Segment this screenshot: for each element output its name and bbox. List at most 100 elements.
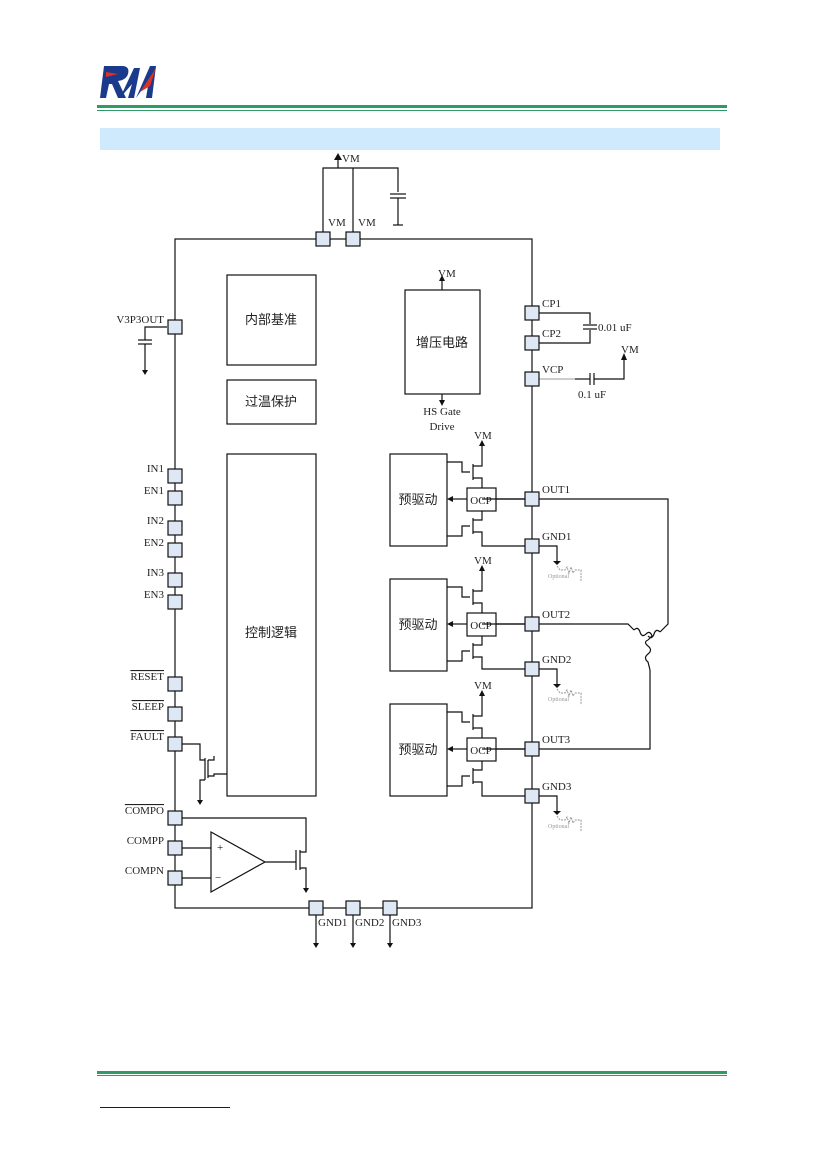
right-gnd1-pin bbox=[524, 538, 540, 554]
bottom-gnd-2-pin bbox=[345, 900, 361, 916]
right-cp1-label: CP1 bbox=[542, 298, 561, 310]
company-logo bbox=[100, 62, 160, 102]
sleep-pin bbox=[167, 706, 183, 722]
top-vm-1-pin bbox=[345, 231, 361, 247]
fault-pin bbox=[167, 736, 183, 752]
en3-pin bbox=[167, 594, 183, 610]
cp-vm-label: VM bbox=[438, 268, 456, 280]
right-gnd2-label: GND2 bbox=[542, 654, 571, 666]
footer-link[interactable] bbox=[100, 1107, 230, 1108]
half-bridge-1: 预驱动 OCP VM Optional bbox=[389, 430, 582, 582]
in1-pin bbox=[167, 468, 183, 484]
in1-label: IN1 bbox=[147, 463, 164, 475]
right-gnd3-label: GND3 bbox=[542, 781, 572, 793]
top-vm-0-pin bbox=[315, 231, 331, 247]
predriver-label: 预驱动 bbox=[398, 742, 437, 757]
reference-label: 内部基准 bbox=[245, 312, 297, 327]
compn-label: COMPN bbox=[125, 865, 164, 877]
driver-vm-label: VM bbox=[474, 430, 492, 442]
fault-label: FAULT bbox=[130, 731, 164, 743]
right-gnd3-pin bbox=[524, 788, 540, 804]
driver-vm-label: VM bbox=[474, 680, 492, 692]
right-out2-label: OUT2 bbox=[542, 609, 570, 621]
thermal-label: 过温保护 bbox=[245, 394, 297, 409]
reset-label: RESET bbox=[130, 671, 164, 683]
en1-pin bbox=[167, 490, 183, 506]
cp-cap-label: 0.01 uF bbox=[598, 322, 632, 334]
bottom-gnd-1-label: GND1 bbox=[318, 917, 347, 929]
charge-pump-label: 增压电路 bbox=[416, 335, 468, 350]
thermal-block bbox=[226, 379, 317, 425]
comp-plus: + bbox=[217, 842, 223, 854]
vcp-vm-label: VM bbox=[621, 344, 639, 356]
header-rule-thin bbox=[97, 110, 727, 111]
en2-label: EN2 bbox=[144, 537, 164, 549]
ocp-label: OCP bbox=[470, 620, 491, 632]
right-out3-pin bbox=[524, 741, 540, 757]
optional-label: Optional bbox=[548, 574, 569, 580]
reset-pin bbox=[167, 676, 183, 692]
comp-minus: − bbox=[215, 872, 221, 884]
optional-label: Optional bbox=[548, 697, 569, 703]
vm-supply: VM bbox=[322, 153, 406, 239]
vcp-cap-label: 0.1 uF bbox=[578, 389, 606, 401]
motor-windings bbox=[539, 498, 669, 750]
bottom-gnd-2-label: GND2 bbox=[355, 917, 384, 929]
right-vcp-label: VCP bbox=[542, 364, 563, 376]
vm-label: VM bbox=[342, 153, 360, 165]
right-cp2-label: CP2 bbox=[542, 328, 561, 340]
in3-label: IN3 bbox=[147, 567, 165, 579]
hs-drive-label: Drive bbox=[429, 421, 454, 433]
top-vm-1-label: VM bbox=[358, 217, 376, 229]
right-cp1-pin bbox=[524, 305, 540, 321]
predriver-block bbox=[389, 453, 448, 547]
header-rule bbox=[97, 105, 727, 108]
top-vm-0-label: VM bbox=[328, 217, 346, 229]
right-out3-label: OUT3 bbox=[542, 734, 571, 746]
right-cp2-pin bbox=[524, 335, 540, 351]
driver-vm-label: VM bbox=[474, 555, 492, 567]
in2-pin bbox=[167, 520, 183, 536]
compo-label: COMPO bbox=[125, 805, 164, 817]
right-out2-pin bbox=[524, 616, 540, 632]
in2-label: IN2 bbox=[147, 515, 164, 527]
en2-pin bbox=[167, 542, 183, 558]
compp-label: COMPP bbox=[127, 835, 164, 847]
hs-gate-label: HS Gate bbox=[423, 406, 461, 418]
half-bridge-3: 预驱动 OCP VM Optional bbox=[389, 680, 582, 832]
ocp-label: OCP bbox=[470, 745, 491, 757]
reference-block bbox=[226, 274, 317, 366]
ocp-label: OCP bbox=[470, 495, 491, 507]
predriver-label: 预驱动 bbox=[398, 492, 437, 507]
predriver-label: 预驱动 bbox=[398, 617, 437, 632]
right-out1-label: OUT1 bbox=[542, 484, 570, 496]
v3p3out-pin bbox=[167, 319, 183, 335]
section-banner bbox=[100, 128, 720, 150]
en3-label: EN3 bbox=[144, 589, 165, 601]
en1-label: EN1 bbox=[144, 485, 164, 497]
bottom-gnd-3-pin bbox=[382, 900, 398, 916]
footer-rule-thin bbox=[97, 1075, 727, 1076]
logic-block bbox=[226, 453, 317, 797]
sleep-label: SLEEP bbox=[132, 701, 164, 713]
compo-pin bbox=[167, 810, 183, 826]
v3p3out-label: V3P3OUT bbox=[116, 314, 164, 326]
predriver-block bbox=[389, 578, 448, 672]
right-gnd1-label: GND1 bbox=[542, 531, 571, 543]
predriver-block bbox=[389, 703, 448, 797]
bottom-gnd-1-pin bbox=[308, 900, 324, 916]
half-bridge-2: 预驱动 OCP VM Optional bbox=[389, 555, 582, 705]
in3-pin bbox=[167, 572, 183, 588]
comparator bbox=[210, 830, 267, 894]
logic-label: 控制逻辑 bbox=[245, 625, 297, 640]
right-out1-pin bbox=[524, 491, 540, 507]
arrow-up-icon bbox=[334, 153, 342, 160]
right-gnd2-pin bbox=[524, 661, 540, 677]
compp-pin bbox=[167, 840, 183, 856]
right-vcp-pin bbox=[524, 371, 540, 387]
footer-rule bbox=[97, 1071, 727, 1074]
optional-label: Optional bbox=[548, 824, 569, 830]
compn-pin bbox=[167, 870, 183, 886]
bottom-gnd-3-label: GND3 bbox=[392, 917, 422, 929]
